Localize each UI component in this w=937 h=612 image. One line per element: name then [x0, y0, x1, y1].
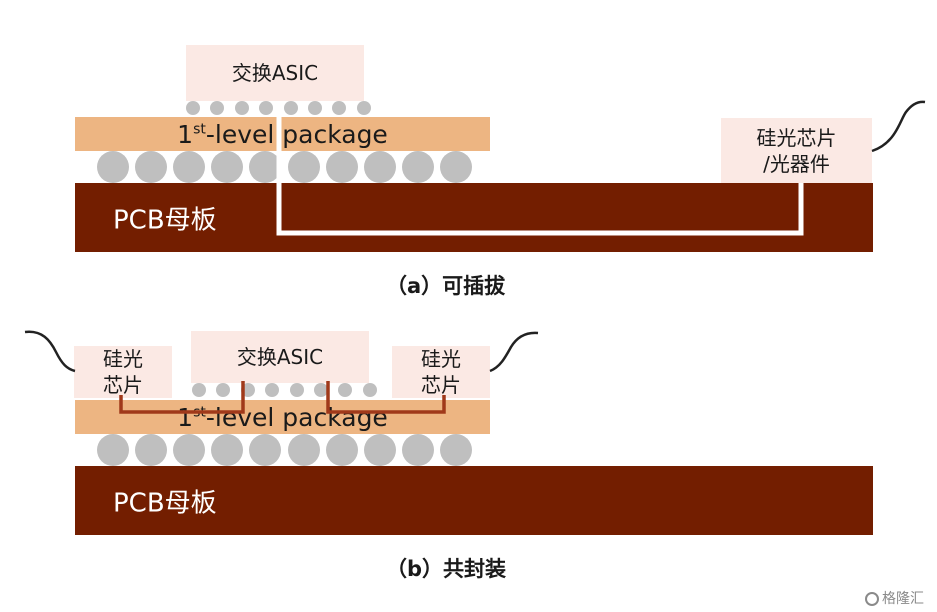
micro-bump	[210, 101, 225, 115]
right-photonic-chip-b: 硅光 芯片	[392, 346, 490, 398]
optical-module-a: 硅光芯片 /光器件	[721, 118, 872, 183]
micro-bump	[216, 383, 231, 397]
solder-ball	[439, 151, 472, 183]
package-layer-a: 1st-level package	[75, 117, 490, 151]
micro-bump	[283, 101, 298, 115]
watermark-logo-icon	[865, 592, 879, 606]
fiber-curve-a	[871, 100, 926, 153]
solder-ball	[173, 434, 206, 466]
solder-ball	[325, 151, 358, 183]
asic-label-b: 交换ASIC	[236, 345, 324, 369]
micro-bump	[314, 383, 328, 397]
module-label-line1: 硅光芯片	[756, 125, 837, 150]
micro-bump	[192, 383, 206, 397]
asic-chip-b: 交换ASIC	[191, 331, 369, 383]
watermark: 格隆汇	[865, 588, 924, 608]
solder-ball	[211, 434, 244, 466]
asic-label-a: 交换ASIC	[231, 61, 319, 85]
micro-bump	[332, 101, 347, 115]
micro-bump	[259, 101, 274, 115]
micro-bump	[240, 383, 255, 397]
solder-ball	[287, 151, 320, 183]
package-label-a: 1st-level package	[177, 119, 388, 149]
left-chip-line1: 硅光	[103, 347, 143, 371]
right-chip-line2: 芯片	[421, 373, 461, 397]
solder-ball	[325, 434, 358, 466]
solder-ball	[287, 434, 320, 466]
fiber-curve-b-right	[489, 331, 539, 373]
asic-chip-a: 交换ASIC	[186, 45, 364, 101]
right-chip-line1: 硅光	[421, 347, 461, 371]
micro-bump	[234, 101, 249, 115]
solder-ball	[249, 434, 282, 466]
pcb-board-a: PCB母板	[75, 183, 873, 252]
left-photonic-chip-b: 硅光 芯片	[74, 346, 172, 398]
fiber-curve-b-left	[24, 330, 76, 373]
solder-ball	[363, 434, 396, 466]
pcb-label-a: PCB母板	[113, 205, 217, 235]
micro-bump	[308, 101, 322, 115]
pcb-label-b: PCB母板	[113, 488, 217, 518]
package-label-b: 1st-level package	[177, 402, 388, 432]
solder-ball	[401, 151, 434, 183]
solder-ball	[135, 151, 168, 183]
caption-a: （a）可插拔	[386, 274, 506, 298]
solder-ball	[173, 151, 206, 183]
caption-b: （b）共封装	[386, 557, 507, 581]
solder-ball	[363, 151, 396, 183]
micro-bump	[362, 383, 377, 397]
solder-ball	[97, 434, 129, 466]
module-label-line2: /光器件	[763, 151, 830, 176]
micro-bump	[356, 101, 371, 115]
micro-bump	[186, 101, 200, 115]
solder-ball	[211, 151, 244, 183]
micro-bump	[265, 383, 280, 397]
left-chip-line2: 芯片	[103, 373, 143, 397]
package-layer-b: 1st-level package	[75, 400, 490, 434]
micro-bump	[338, 383, 353, 397]
solder-ball	[97, 151, 129, 183]
micro-bump	[289, 383, 304, 397]
solder-ball	[135, 434, 168, 466]
pcb-board-b: PCB母板	[75, 466, 873, 535]
solder-ball	[249, 151, 282, 183]
solder-ball	[401, 434, 434, 466]
solder-ball	[439, 434, 472, 466]
